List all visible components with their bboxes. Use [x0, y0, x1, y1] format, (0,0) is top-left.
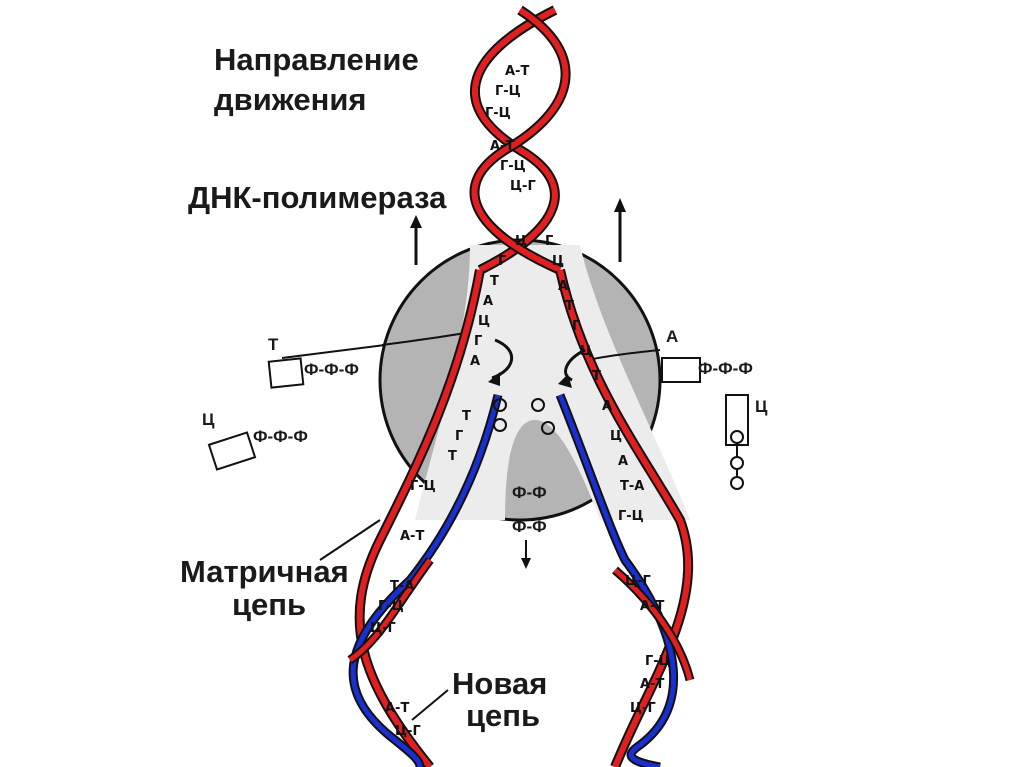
incoming-link-right-arrow	[564, 348, 586, 382]
right-daughter-helix	[555, 268, 695, 767]
base-pair: Ц-Г	[370, 621, 396, 636]
left-daughter-helix	[347, 269, 503, 767]
base: А	[602, 399, 612, 414]
new-strand-pointer	[411, 689, 449, 721]
base-pair: А-Т	[385, 701, 409, 716]
left-arm-base-pairs: Г-Ц А-Т Т-А Г-Ц Ц-Г А-Т Ц-Г	[370, 479, 436, 739]
template-strand-label-line1: Матричная	[180, 554, 349, 589]
top-base-pairs: А-Т Г-Ц Г-Ц А-Т Г-Ц Ц-Г	[485, 64, 536, 194]
base-pair: А-Т	[640, 677, 664, 692]
base-pair: Ц-Г	[630, 701, 656, 716]
base-pair: Г-Ц	[410, 479, 436, 494]
base-pair: А-Т	[490, 139, 514, 154]
base-pair: А-Т	[505, 64, 529, 79]
base-pair: Т-А	[620, 479, 644, 494]
base-pair: Г-Ц	[645, 654, 671, 669]
base: Г	[498, 254, 506, 269]
arrow-head	[410, 215, 422, 228]
base-pair: Ц-Г	[625, 574, 651, 589]
base: Ц	[515, 234, 527, 249]
base: А	[483, 294, 493, 309]
base: Ц	[552, 254, 564, 269]
right-arm-base-pairs: Т-А Г-Ц Ц-Г А-Т Г-Ц А-Т Ц-Г	[618, 479, 671, 716]
direction-label-line2: движения	[214, 82, 366, 117]
base: Т	[565, 299, 574, 314]
base: Ц	[478, 314, 490, 329]
base-pair: А-Т	[640, 599, 664, 614]
nucleotide-phosphates: Ф-Ф-Ф	[698, 359, 753, 378]
direction-label-line1: Направление	[214, 42, 419, 77]
template-strand-pointer	[319, 519, 381, 561]
base-pair: Г-Ц	[500, 159, 526, 174]
nucleotide-right-top: А Ф-Ф-Ф	[661, 327, 753, 383]
base-pair: Ц-Г	[395, 724, 421, 739]
base: А	[618, 454, 628, 469]
base: Т	[592, 369, 601, 384]
nucleotide-base-label: А	[666, 327, 678, 346]
fork-bases-left: Ц Г Т А Ц Г А Т Г Т	[448, 234, 527, 464]
parental-helix-top	[469, 5, 571, 275]
nucleotide-right-bottom: Ц	[725, 394, 768, 490]
base: Г	[455, 429, 463, 444]
base: Г	[572, 319, 580, 334]
pyrophosphate-bottom: Ф-Ф	[512, 517, 547, 536]
base: А	[470, 354, 480, 369]
nucleotide-base-label: Ц	[202, 410, 215, 429]
nucleotide-phosphates: Ф-Ф-Ф	[304, 360, 359, 379]
nucleotide-base-label: Ц	[755, 397, 768, 416]
nucleotide-left-bottom: Ц Ф-Ф-Ф	[202, 410, 308, 471]
arrow-head	[614, 198, 626, 212]
base-pair: Г-Ц	[495, 84, 521, 99]
base: Т	[448, 449, 457, 464]
base-pair: Г-Ц	[485, 106, 511, 121]
base-pair: Т-А	[390, 579, 414, 594]
phosphate-circles	[493, 398, 555, 435]
base: Т	[462, 409, 471, 424]
base-pair: А-Т	[400, 529, 424, 544]
base: Т	[490, 274, 499, 289]
base: А	[558, 279, 568, 294]
base: Ц	[580, 344, 592, 359]
nucleotide-phosphates: Ф-Ф-Ф	[253, 427, 308, 446]
arrow-head	[488, 372, 500, 386]
base: Ц	[610, 429, 622, 444]
arrow-head	[521, 558, 531, 569]
pyrophosphate-top: Ф-Ф	[512, 483, 547, 502]
template-strand-label-line2: цепь	[232, 587, 306, 622]
base: Г	[545, 234, 553, 249]
base-pair: Г-Ц	[378, 599, 404, 614]
new-strand-label-line2: цепь	[466, 698, 540, 733]
nucleotide-base-label: Т	[268, 335, 279, 354]
nucleotide-left-top: Т Ф-Ф-Ф	[267, 335, 386, 389]
base-pair: Г-Ц	[618, 509, 644, 524]
arrow-head	[558, 374, 572, 388]
new-strand-label-line1: Новая	[452, 666, 547, 701]
polymerase-label: ДНК-полимераза	[188, 180, 447, 215]
fork-bases-right: Г Ц А Т Г Ц Т А Ц А	[545, 234, 628, 469]
base: Г	[474, 334, 482, 349]
base-pair: Ц-Г	[510, 179, 536, 194]
